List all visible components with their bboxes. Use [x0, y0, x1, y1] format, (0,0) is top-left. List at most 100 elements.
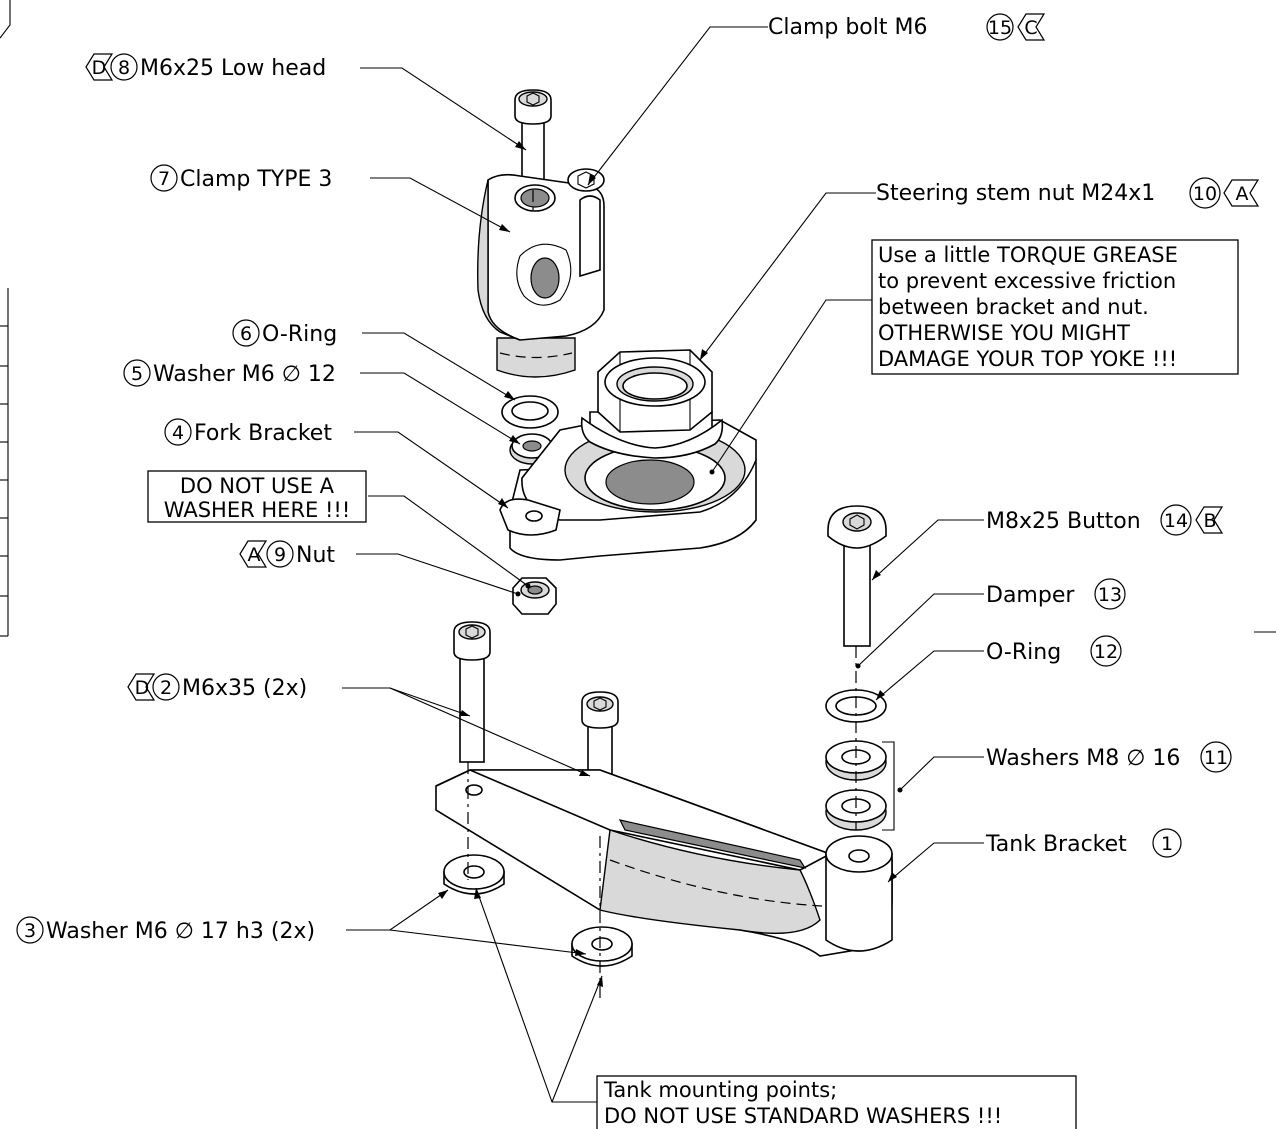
- item-balloon: [1160, 504, 1192, 536]
- note-line: WASHER HERE !!!: [164, 498, 351, 522]
- item-number-13: 13: [1098, 584, 1122, 606]
- label-damper: Damper 13: [986, 578, 1126, 610]
- label-low-head-text: M6x25 Low head: [140, 56, 326, 81]
- ref-letter-b: B: [1203, 510, 1216, 532]
- label-washer-m6-12: 5 Washer M6 ∅ 12: [123, 359, 336, 387]
- item-balloon: [266, 540, 294, 568]
- label-clamp-text: Clamp TYPE 3: [180, 167, 332, 192]
- ref-flag: [239, 540, 268, 568]
- label-m6x35: D 2 M6x35 (2x): [127, 673, 307, 701]
- label-fork-bracket-text: Fork Bracket: [194, 421, 332, 446]
- item-balloon: [152, 673, 180, 701]
- item-balloon: [1200, 741, 1232, 773]
- note-line: DO NOT USE A: [180, 474, 335, 498]
- item-number-14: 14: [1164, 510, 1188, 532]
- ref-flag: [1017, 13, 1046, 41]
- item-number-5: 5: [131, 363, 143, 385]
- label-steering-stem-nut: Steering stem nut M24x1 10 A: [876, 177, 1260, 209]
- label-clamp-bolt: Clamp bolt M6 15 C: [768, 13, 1046, 41]
- ref-flag: [1223, 179, 1260, 207]
- note-no-washer: DO NOT USE A WASHER HERE !!!: [147, 470, 367, 523]
- label-washers-m8-text: Washers M8 ∅ 16: [986, 746, 1180, 771]
- note-torque-grease: Use a little TORQUE GREASE to prevent ex…: [871, 239, 1239, 375]
- item-number-7: 7: [158, 168, 170, 190]
- label-washer-m6-17: 3 Washer M6 ∅ 17 h3 (2x): [16, 916, 315, 944]
- item-balloon: [986, 13, 1014, 41]
- ref-flag: [127, 673, 156, 701]
- ref-letter-d: D: [135, 677, 150, 699]
- note-line: between bracket and nut.: [878, 295, 1149, 319]
- washer-m6-17-right: [571, 926, 633, 967]
- item-balloon: [1094, 578, 1126, 610]
- note-line: DAMAGE YOUR TOP YOKE !!!: [878, 347, 1177, 371]
- label-m6x35-text: M6x35 (2x): [182, 676, 307, 701]
- item-number-8: 8: [118, 57, 130, 79]
- item-balloon: [16, 916, 44, 944]
- label-fork-bracket: 4 Fork Bracket: [164, 418, 332, 446]
- item-number-9: 9: [274, 544, 286, 566]
- label-nut-text: Nut: [296, 543, 335, 568]
- ref-flag: [85, 53, 114, 81]
- note-line: DO NOT USE STANDARD WASHERS !!!: [604, 1104, 1002, 1128]
- label-damper-text: Damper: [986, 583, 1075, 608]
- note-line: Use a little TORQUE GREASE: [878, 243, 1178, 267]
- bolt-m6x35-left: [453, 621, 491, 763]
- note-line: OTHERWISE YOU MIGHT: [878, 321, 1130, 345]
- bolt-m6x25-low-head: [514, 89, 552, 191]
- item-number-12: 12: [1094, 641, 1118, 663]
- label-washers-m8: Washers M8 ∅ 16 11: [986, 741, 1232, 773]
- item-number-3: 3: [24, 920, 36, 942]
- item-number-10: 10: [1193, 183, 1217, 205]
- item-balloon: [1152, 828, 1182, 858]
- sheet-border-fragment: [0, 0, 1276, 637]
- item-number-11: 11: [1204, 747, 1228, 769]
- item-balloon: [232, 319, 260, 347]
- label-washer-m6-17-text: Washer M6 ∅ 17 h3 (2x): [46, 919, 315, 944]
- item-number-2: 2: [160, 677, 172, 699]
- label-clamp-bolt-text: Clamp bolt M6: [768, 15, 927, 40]
- ref-letter-a: A: [1236, 183, 1249, 205]
- label-o-ring-upper: 6 O-Ring: [232, 319, 337, 347]
- note-line: to prevent excessive friction: [878, 269, 1176, 293]
- item-number-15: 15: [988, 17, 1012, 39]
- label-o-ring-lower-text: O-Ring: [986, 640, 1061, 665]
- label-nut: A 9 Nut: [239, 540, 335, 568]
- note-box: [871, 239, 1239, 375]
- bolt-m8x25-button: [827, 505, 887, 647]
- item-balloon: [110, 53, 138, 81]
- o-ring-upper: [501, 395, 559, 429]
- item-balloon: [164, 418, 192, 446]
- item-balloon: [150, 164, 178, 192]
- arrowheads: [438, 141, 903, 987]
- clamp-type-3: [477, 168, 605, 378]
- note-tank-mounting-points: Tank mounting points; DO NOT USE STANDAR…: [596, 1075, 1077, 1129]
- washer-m6-17-left: [443, 854, 505, 895]
- ref-letter-a: A: [248, 544, 261, 566]
- label-low-head-bolt: D 8 M6x25 Low head: [85, 53, 326, 81]
- label-stem-nut-text: Steering stem nut M24x1: [876, 181, 1155, 206]
- centerlines: [467, 190, 857, 1000]
- label-tank-bracket: Tank Bracket 1: [985, 828, 1182, 858]
- label-tank-bracket-text: Tank Bracket: [985, 832, 1127, 857]
- ref-letter-c: C: [1024, 17, 1037, 39]
- note-box: [147, 470, 367, 523]
- item-balloon: [123, 359, 151, 387]
- item-number-4: 4: [172, 422, 184, 444]
- label-washer-text: Washer M6 ∅ 12: [153, 362, 336, 387]
- note-box: [596, 1075, 1077, 1129]
- label-button-bolt: M8x25 Button 14 B: [986, 504, 1224, 536]
- label-o-ring-text: O-Ring: [262, 322, 337, 347]
- item-number-6: 6: [240, 323, 252, 345]
- steering-stem-nut: [580, 349, 724, 459]
- label-button-text: M8x25 Button: [986, 509, 1141, 534]
- ref-flag: [1195, 506, 1224, 534]
- label-clamp-type-3: 7 Clamp TYPE 3: [150, 164, 332, 192]
- item-number-1: 1: [1161, 833, 1173, 855]
- note-line: Tank mounting points;: [603, 1078, 837, 1102]
- tank-bracket: [435, 769, 893, 957]
- label-o-ring-lower: O-Ring 12: [986, 635, 1122, 667]
- item-balloon: [1189, 177, 1221, 209]
- item-balloon: [1090, 635, 1122, 667]
- leader-lines: [342, 26, 984, 1103]
